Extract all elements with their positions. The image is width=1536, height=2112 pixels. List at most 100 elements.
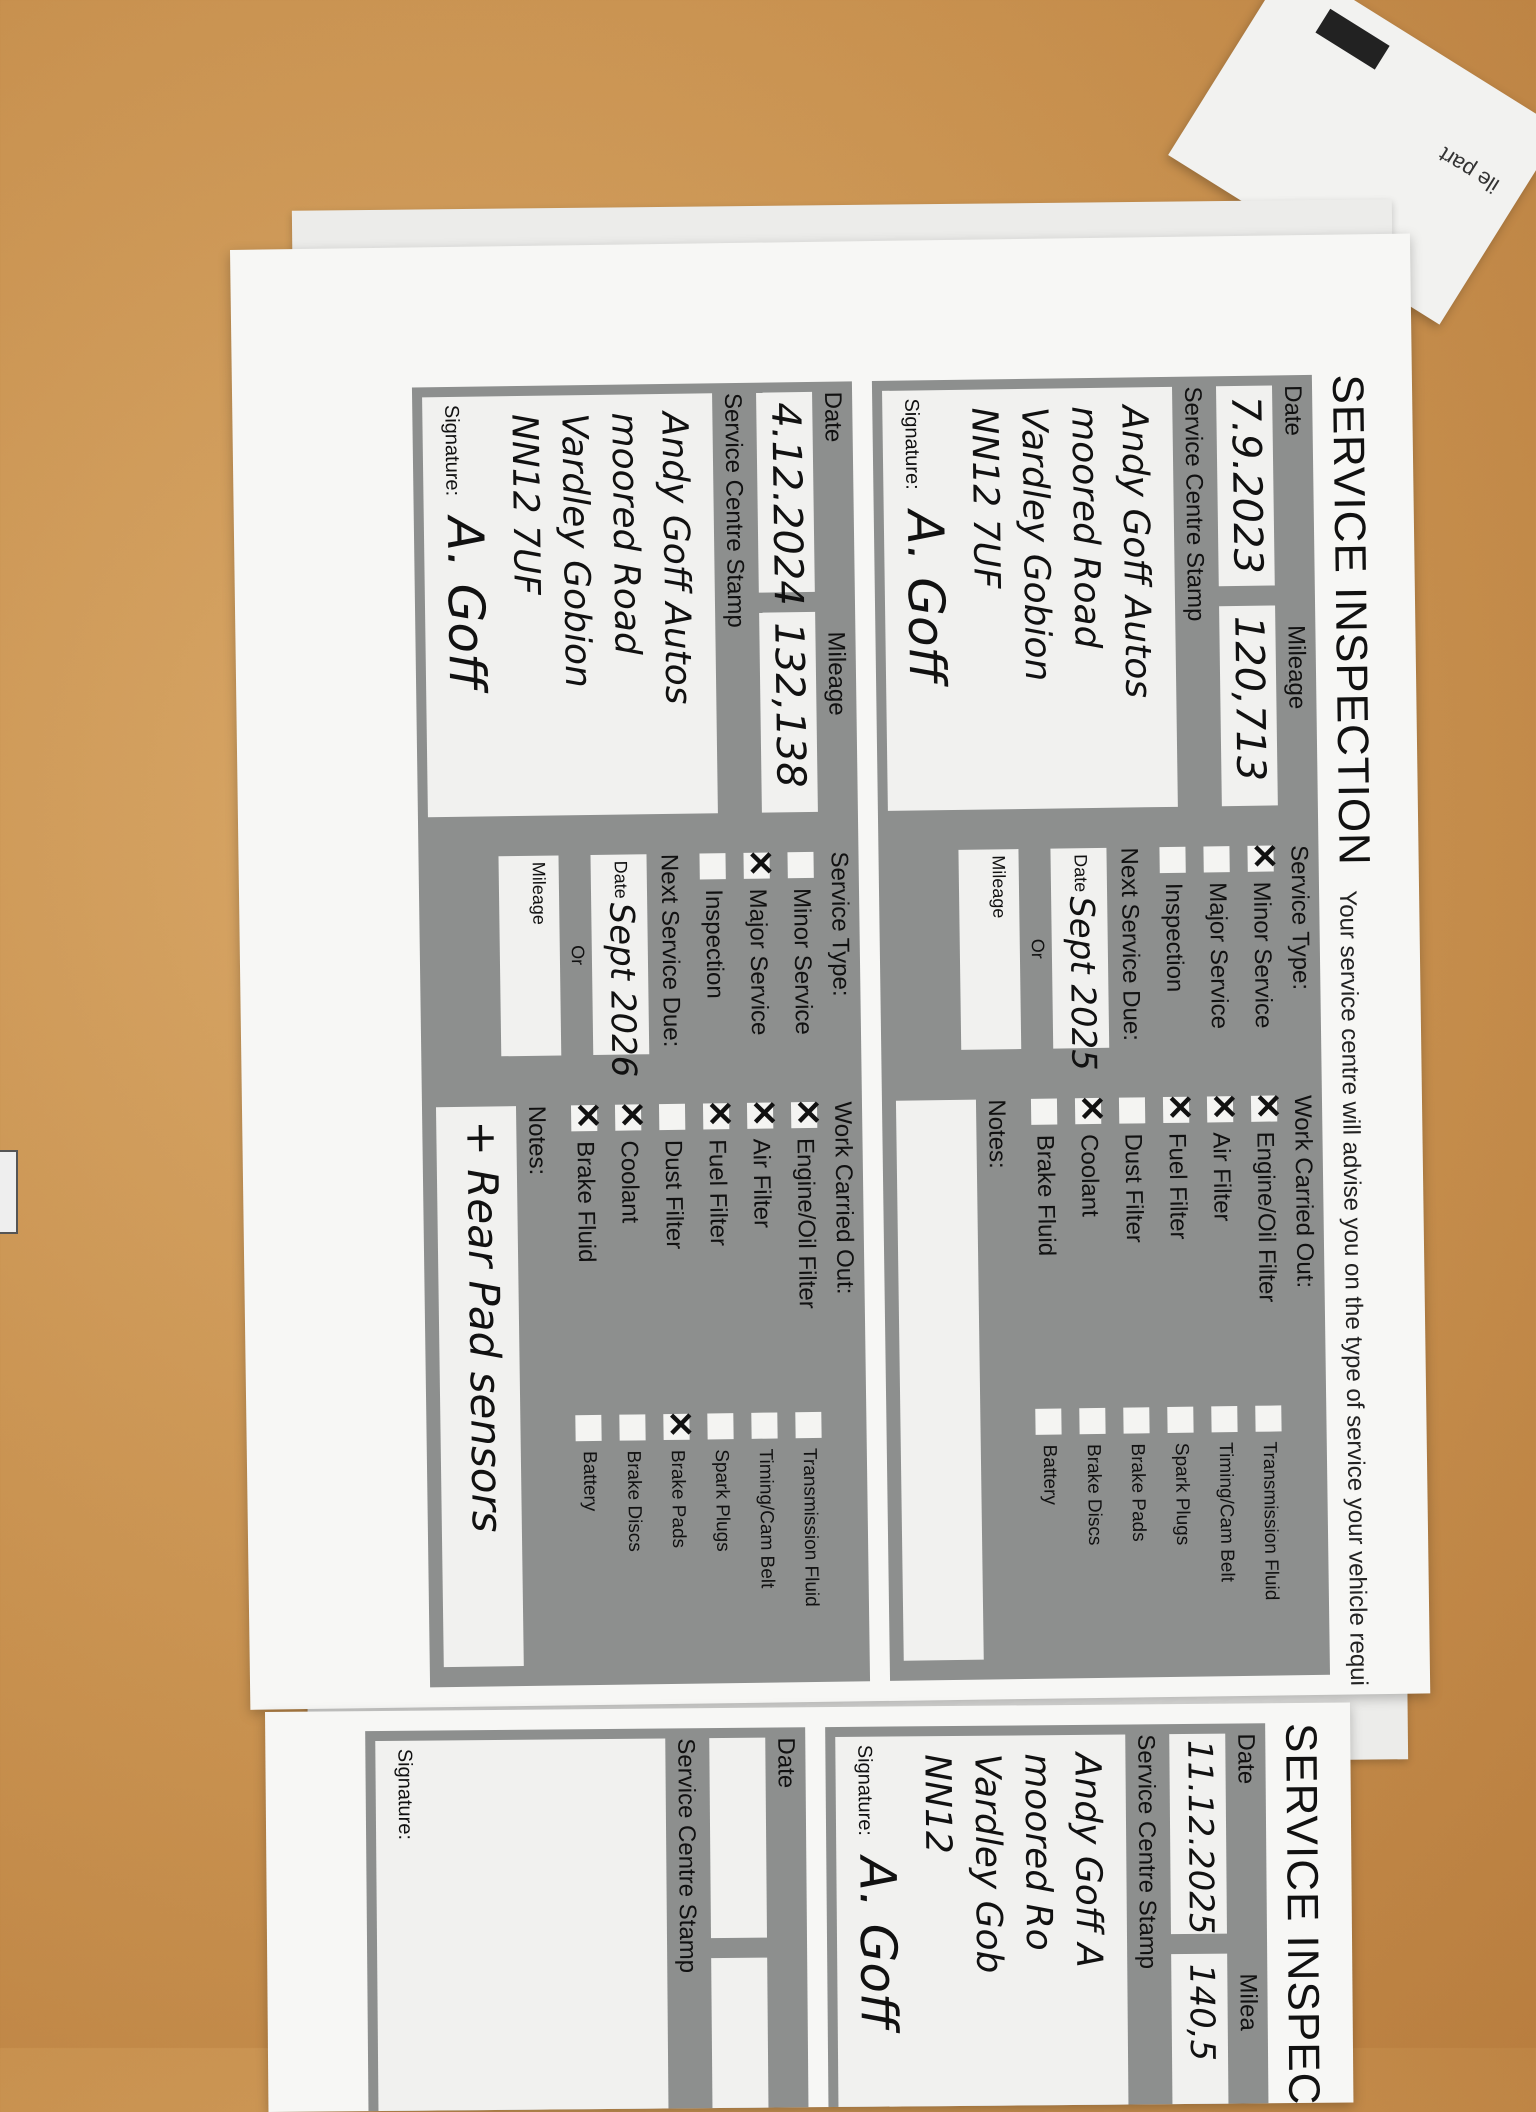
check-mark-icon: ✕ [660,1409,699,1439]
date-field [709,1737,767,1939]
date-value: 11.12.2025 [1179,1739,1221,1935]
checkbox[interactable] [707,1413,734,1440]
checkbox[interactable] [1203,846,1230,873]
checkbox[interactable]: ✕ [744,1098,782,1129]
work-timing-cam-belt[interactable]: Timing/Cam Belt [1202,1406,1249,1601]
checkbox[interactable]: ✕ [1160,1093,1198,1124]
work-battery[interactable]: Battery [566,1414,613,1610]
checkbox[interactable] [795,1411,822,1439]
check-mark-icon: ✕ [699,1098,739,1129]
work-coolant[interactable]: ✕Coolant [611,1100,651,1224]
work-carried-out-label: Work Carried Out: [828,1101,859,1295]
next-page-title: SERVICE INSPECTI [1276,1722,1329,2112]
checkbox[interactable] [658,1103,686,1131]
service-centre-stamp-box: Andy Goff A moored Ro Vardley Gob NN12 S… [835,1734,1129,2112]
work-brake-discs[interactable]: Brake Discs [1070,1407,1117,1603]
checkbox[interactable]: ✕ [740,848,779,879]
or-label: Or [567,945,589,966]
checkbox[interactable] [1211,1406,1238,1433]
check-mark-icon: ✕ [740,848,779,878]
signature: A. Goff [848,1856,908,2030]
work-spark-plugs[interactable]: Spark Plugs [1158,1406,1205,1602]
next-service-due-label: Next Service Due: [1115,847,1146,1042]
service-centre-stamp-box: Andy Goff Autos moored Road Vardley Gobi… [422,393,718,818]
checkbox[interactable] [1030,1098,1058,1125]
checkbox[interactable] [1255,1405,1282,1432]
work-air-filter[interactable]: ✕Air Filter [743,1098,783,1229]
work-list-a: ✕Engine/Oil Filter ✕Air Filter ✕Fuel Fil… [1022,1091,1289,1305]
checkbox[interactable]: ✕ [700,1099,738,1130]
work-brake-pads[interactable]: Brake Pads [1114,1407,1161,1602]
checkbox[interactable]: ✕ [1072,1094,1110,1125]
booklet-page-bottom: SERVICE INSPECTI Date Milea 11.12.2025 1… [265,1702,1354,2112]
checkbox[interactable]: ✕ [660,1410,699,1441]
work-brake-fluid[interactable]: ✕Brake Fluid [567,1100,607,1263]
work-timing-cam-belt[interactable]: Timing/Cam Belt [742,1412,789,1607]
service-centre-stamp-label: Service Centre Stamp [672,1738,702,1974]
checkbox[interactable] [1159,846,1186,874]
mileage-field: 140,5 [1171,1953,1229,2112]
checkbox[interactable]: ✕ [788,1098,826,1129]
signature-label: Signature: [393,1748,417,1841]
work-transmission-fluid[interactable]: Transmission Fluid [786,1411,833,1607]
work-dust-filter[interactable]: Dust Filter [1110,1097,1157,1304]
service-record-1: Date Mileage 7.9.2023 120,713 Service Ce… [871,374,1331,1681]
mileage-value: 132,138 [765,621,814,788]
check-mark-icon: ✕ [787,1097,827,1127]
work-spark-plugs[interactable]: Spark Plugs [698,1413,745,1608]
checkbox[interactable]: ✕ [1244,841,1283,872]
check-mark-icon: ✕ [1244,841,1283,871]
work-transmission-fluid[interactable]: Transmission Fluid [1246,1405,1293,1600]
checkbox[interactable] [787,851,814,879]
work-coolant[interactable]: ✕Coolant [1071,1093,1111,1218]
work-brake-discs[interactable]: Brake Discs [610,1414,657,1609]
mileage-label: Milea [1234,1973,1262,2031]
checkbox[interactable]: ✕ [568,1101,606,1132]
service-type-minor[interactable]: Minor Service [778,851,825,1035]
next-mileage-field: Mileage [958,849,1022,1050]
checkbox[interactable] [1123,1407,1150,1434]
checkbox[interactable]: ✕ [1204,1092,1242,1123]
service-type-inspection[interactable]: Inspection [1150,846,1197,1030]
date-value: 7.9.2023 [1222,395,1271,575]
checkbox[interactable] [1118,1097,1146,1124]
work-fuel-filter[interactable]: ✕Fuel Filter [1159,1092,1199,1240]
checkbox[interactable] [575,1414,602,1442]
checkbox[interactable]: ✕ [612,1100,650,1131]
booklet-page-top: SERVICE INSPECTION Your service centre w… [230,233,1431,1710]
work-brake-fluid[interactable]: Brake Fluid [1022,1098,1069,1305]
check-mark-icon: ✕ [1247,1091,1287,1121]
service-type-major[interactable]: ✕Major Service [740,848,779,1036]
page-subtitle: Your service centre will advise you on t… [1334,890,1373,1687]
date-label: Date [1232,1733,1260,1785]
checkbox[interactable] [699,853,726,880]
work-engine-oil-filter[interactable]: ✕Engine/Oil Filter [1247,1091,1287,1303]
work-battery[interactable]: Battery [1026,1408,1073,1603]
work-fuel-filter[interactable]: ✕Fuel Filter [699,1098,739,1247]
service-type-list: ✕Minor Service Major Service Inspection [1150,841,1285,1030]
check-mark-icon: ✕ [1203,1091,1243,1121]
service-type-major[interactable]: Major Service [1194,846,1241,1029]
stamp-text: Andy Goff Autos moored Road Vardley Gobi… [963,405,1159,699]
date-field: 4.12.2024 [756,391,815,606]
work-brake-pads[interactable]: ✕Brake Pads [660,1409,699,1549]
service-centre-stamp-label: Service Centre Stamp [1132,1734,1162,1970]
pen-object [0,1150,18,1234]
checkbox[interactable]: ✕ [1248,1091,1286,1122]
service-type-inspection[interactable]: Inspection [690,853,737,1036]
work-dust-filter[interactable]: Dust Filter [650,1103,697,1311]
mileage-label: Mileage [1282,624,1311,710]
checkbox[interactable] [1079,1407,1106,1435]
date-field: 11.12.2025 [1169,1733,1227,1935]
checkbox[interactable] [1167,1406,1194,1434]
service-type-label: Service Type: [1285,844,1315,991]
checkbox[interactable] [1035,1408,1062,1435]
service-type-minor[interactable]: ✕Minor Service [1244,841,1283,1029]
checkbox[interactable] [751,1412,778,1439]
checkbox[interactable] [619,1414,646,1441]
work-engine-oil-filter[interactable]: ✕Engine/Oil Filter [787,1097,827,1309]
work-air-filter[interactable]: ✕Air Filter [1203,1091,1243,1222]
work-list-b: Transmission Fluid Timing/Cam Belt Spark… [566,1409,833,1610]
service-centre-stamp-label: Service Centre Stamp [719,392,750,628]
mileage-value: 120,713 [1225,615,1274,782]
